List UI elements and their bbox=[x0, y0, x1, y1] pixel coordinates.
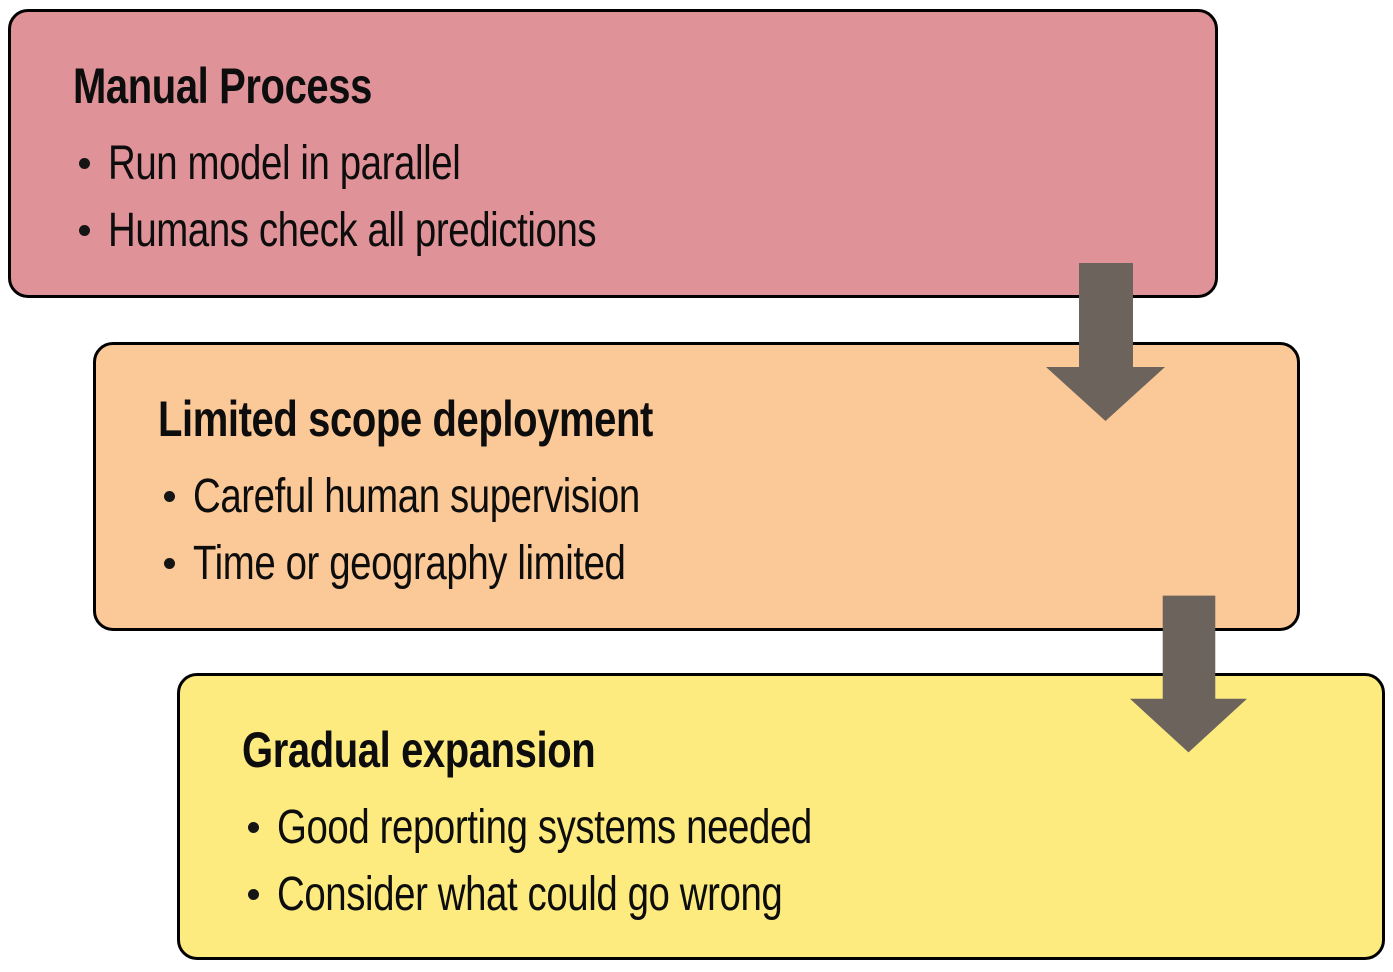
stage-title-text: Gradual expansion bbox=[242, 722, 596, 778]
bullet-item: Consider what could go wrong bbox=[248, 861, 1362, 928]
stage-box-content: Gradual expansion Good reporting systems… bbox=[180, 676, 1382, 928]
stage-bullet-list: Run model in parallel Humans check all p… bbox=[73, 130, 1195, 264]
bullet-item: Run model in parallel bbox=[79, 130, 1195, 197]
bullet-text: Consider what could go wrong bbox=[277, 868, 783, 921]
bullet-dot-icon bbox=[248, 822, 259, 833]
stage-box-content: Manual Process Run model in parallel Hum… bbox=[11, 12, 1215, 264]
stage-box-content: Limited scope deployment Careful human s… bbox=[96, 345, 1297, 597]
stage-bullet-list: Careful human supervision Time or geogra… bbox=[158, 463, 1277, 597]
bullet-text: Careful human supervision bbox=[193, 470, 640, 523]
bullet-item: Humans check all predictions bbox=[79, 197, 1195, 264]
stage-title: Gradual expansion bbox=[242, 722, 1362, 778]
bullet-text: Run model in parallel bbox=[108, 137, 461, 190]
stage-bullet-list: Good reporting systems needed Consider w… bbox=[242, 794, 1362, 928]
stage-title: Manual Process bbox=[73, 58, 1195, 114]
bullet-item: Time or geography limited bbox=[164, 530, 1277, 597]
bullet-dot-icon bbox=[164, 558, 175, 569]
stage-title-text: Manual Process bbox=[73, 58, 372, 114]
bullet-dot-icon bbox=[164, 491, 175, 502]
bullet-item: Careful human supervision bbox=[164, 463, 1277, 530]
bullet-item: Good reporting systems needed bbox=[248, 794, 1362, 861]
down-arrow-icon bbox=[1130, 595, 1248, 753]
bullet-dot-icon bbox=[79, 225, 90, 236]
stage-title: Limited scope deployment bbox=[158, 391, 1277, 447]
stage-box-manual-process: Manual Process Run model in parallel Hum… bbox=[8, 9, 1218, 298]
bullet-text: Good reporting systems needed bbox=[277, 801, 812, 854]
down-arrow-icon bbox=[1046, 263, 1165, 421]
bullet-dot-icon bbox=[248, 889, 259, 900]
stage-title-text: Limited scope deployment bbox=[158, 391, 653, 447]
bullet-text: Time or geography limited bbox=[193, 537, 626, 590]
bullet-dot-icon bbox=[79, 158, 90, 169]
bullet-text: Humans check all predictions bbox=[108, 204, 597, 257]
